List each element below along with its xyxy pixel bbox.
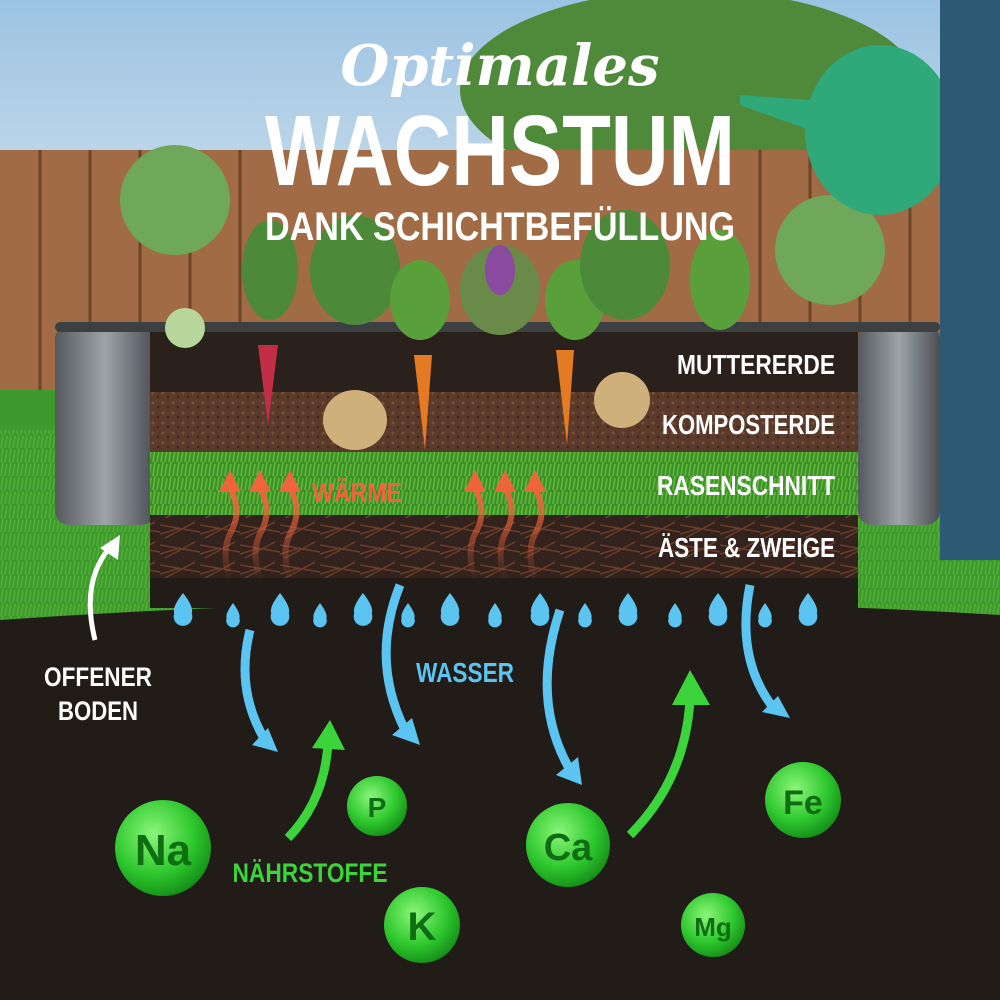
heat-arrow-icon xyxy=(252,486,270,581)
water-drop-icon xyxy=(488,603,502,628)
water-drop-icon xyxy=(530,593,550,626)
gardener xyxy=(940,0,1000,560)
layer-label-komposterde: KOMPOSTERDE xyxy=(662,409,835,440)
title-script: Optimales xyxy=(340,33,659,99)
nutrient-arrow-icon xyxy=(626,699,695,839)
title-subtitle: DANK SCHICHTBEFÜLLUNG xyxy=(265,204,735,249)
bed-wall-right xyxy=(858,325,940,525)
water-label: WASSER xyxy=(416,657,514,688)
nutrient-ca: Ca xyxy=(526,803,610,887)
svg-text:Na: Na xyxy=(135,826,192,875)
water-arrow-icon xyxy=(381,583,410,733)
nutrient-arrows xyxy=(284,699,695,842)
water-drop-icon xyxy=(668,603,682,628)
heat-arrow-icon xyxy=(527,486,545,581)
water-drop-icon xyxy=(578,603,592,628)
water-drop-icon xyxy=(313,603,327,628)
bed-wall-left xyxy=(55,325,155,525)
nutrients-label: NÄHRSTOFFE xyxy=(233,858,388,888)
nutrient-mg: Mg xyxy=(681,893,745,957)
heat-arrow-icon xyxy=(467,486,485,581)
svg-text:K: K xyxy=(408,905,437,949)
vegetables xyxy=(120,145,885,450)
layer-label-aeste-zweige: ÄSTE & ZWEIGE xyxy=(658,532,835,563)
heat-arrow-icon xyxy=(222,486,240,581)
water-drop-icon xyxy=(440,593,460,626)
water-arrow-icon xyxy=(542,608,574,773)
curved-arrow-icon xyxy=(87,543,114,641)
water-drops xyxy=(173,593,818,628)
watering-can xyxy=(740,45,955,215)
heat-arrows xyxy=(222,486,545,581)
nutrient-p: P xyxy=(347,776,407,836)
water-drop-icon xyxy=(798,593,818,626)
water-drop-icon xyxy=(708,593,728,626)
svg-text:Ca: Ca xyxy=(544,827,593,869)
open-ground-label-line1: OFFENER xyxy=(44,662,152,692)
water-arrows xyxy=(240,583,779,773)
water-drop-icon xyxy=(353,593,373,626)
nutrient-fe: Fe xyxy=(765,762,841,838)
nutrient-na: Na xyxy=(115,800,211,896)
water-drop-icon xyxy=(618,593,638,626)
water-drop-icon xyxy=(226,603,240,628)
nutrient-k: K xyxy=(384,887,460,963)
heat-arrow-icon xyxy=(282,486,300,581)
title-main: WACHSTUM xyxy=(265,95,735,207)
nutrient-balls: Na P K Ca Fe Mg xyxy=(115,762,841,963)
open-ground-label-line2: BODEN xyxy=(58,696,138,726)
layer-label-rasenschnitt: RASENSCHNITT xyxy=(657,470,835,501)
svg-text:Mg: Mg xyxy=(694,912,732,942)
water-arrow-icon xyxy=(240,628,269,743)
svg-text:Fe: Fe xyxy=(783,784,823,822)
water-drop-icon xyxy=(270,593,290,626)
nutrient-arrow-icon xyxy=(284,741,333,842)
tree xyxy=(460,0,920,190)
water-arrow-icon xyxy=(741,584,779,713)
water-drop-icon xyxy=(401,603,415,628)
svg-text:P: P xyxy=(368,792,387,823)
water-drop-icon xyxy=(173,593,193,626)
heat-label: WÄRME xyxy=(312,477,402,508)
heat-arrow-icon xyxy=(497,486,515,581)
water-drop-icon xyxy=(758,603,772,628)
layer-label-muttererde: MUTTERERDE xyxy=(677,349,835,380)
